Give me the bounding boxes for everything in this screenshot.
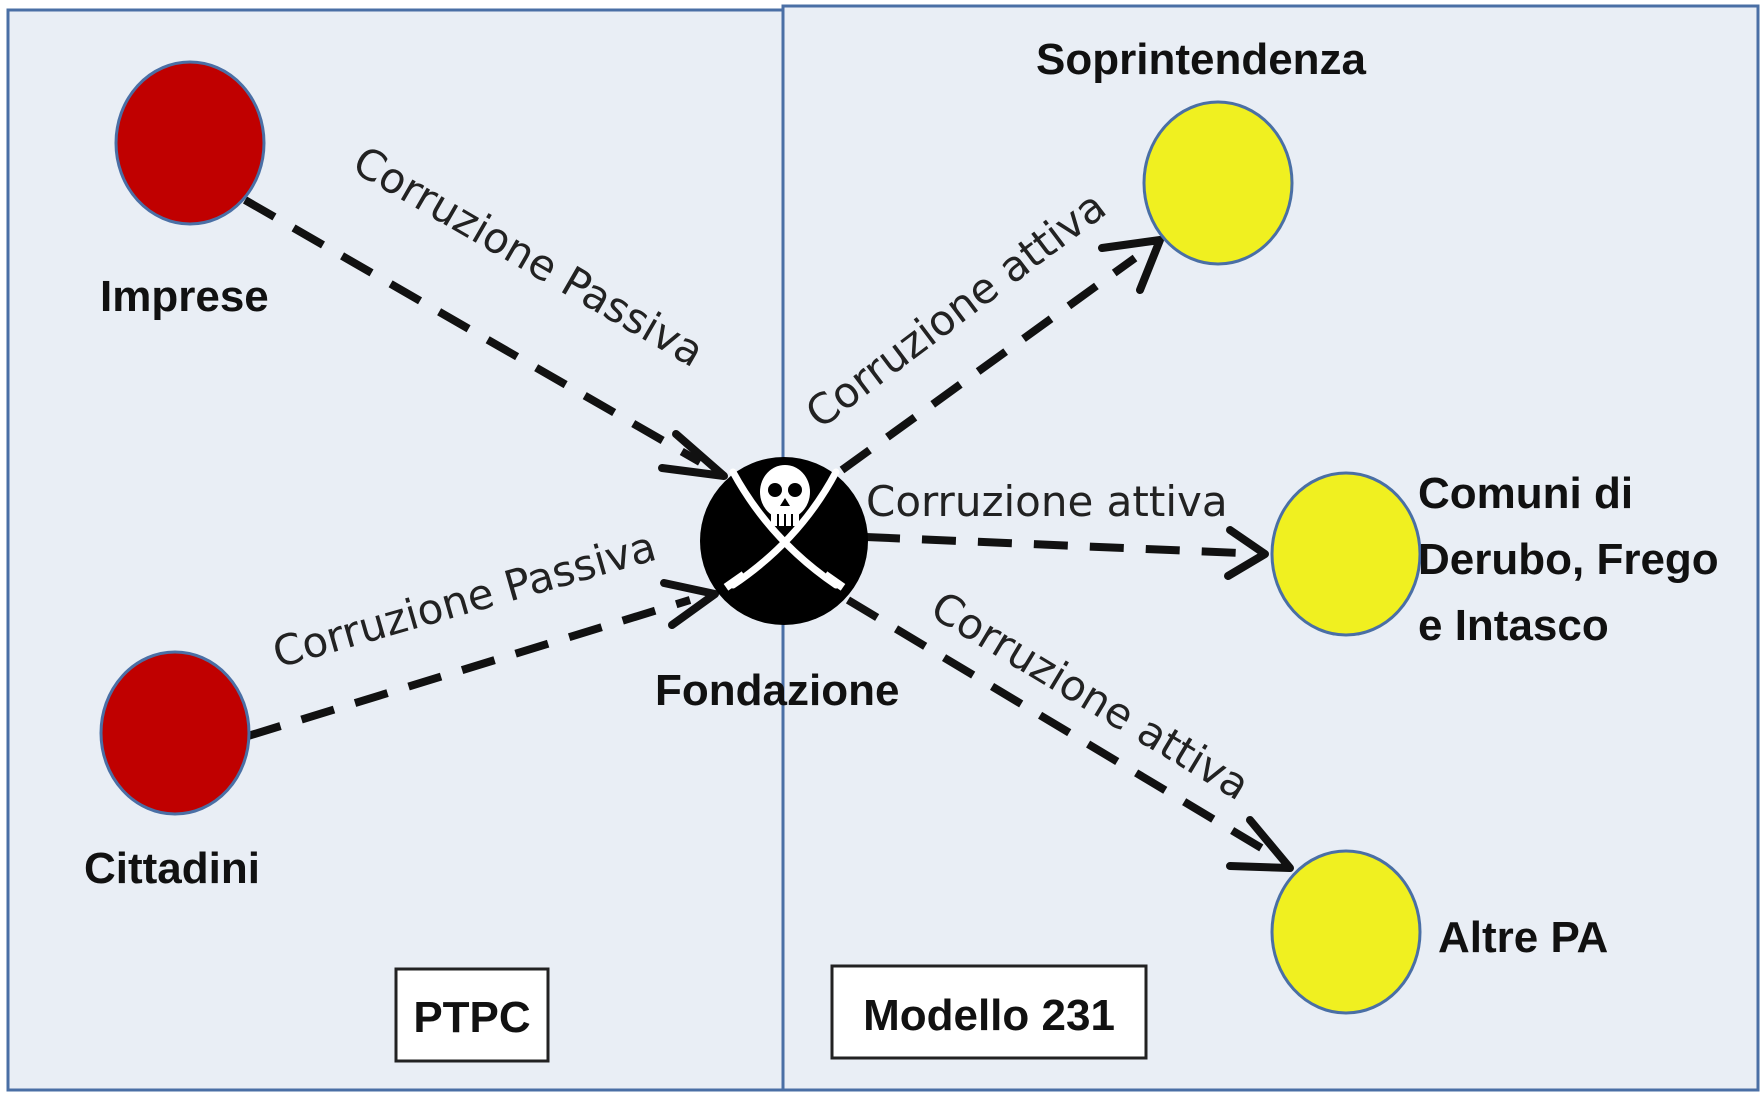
imprese-node — [114, 60, 266, 226]
comuni-node — [1270, 471, 1422, 637]
ptpc-box: PTPC — [394, 967, 550, 1063]
ptpc-label: PTPC — [413, 993, 530, 1042]
comuni-label-line-3: e Intasco — [1418, 601, 1609, 650]
altre-pa-node — [1270, 849, 1422, 1015]
edge-label-comuni: Corruzione attiva — [866, 477, 1228, 526]
fondazione-node — [700, 457, 868, 625]
fondazione-label: Fondazione — [655, 666, 899, 715]
edge-fondazione-comuni — [865, 526, 1269, 580]
jolly-roger-icon — [723, 465, 846, 591]
cittadini-node — [99, 650, 251, 816]
cittadini-label: Cittadini — [84, 844, 260, 893]
altre-pa-label: Altre PA — [1438, 913, 1608, 962]
comuni-label-line-2: Derubo, Frego — [1418, 535, 1719, 584]
edge-cittadini-fondazione — [246, 579, 719, 740]
soprintendenza-label: Soprintendenza — [1036, 35, 1367, 84]
comuni-label-line-1: Comuni di — [1418, 469, 1633, 518]
edge-fondazione-altre-pa — [845, 596, 1294, 872]
modello-231-box: Modello 231 — [830, 964, 1148, 1060]
edge-fondazione-soprintendenza — [839, 236, 1164, 474]
modello-231-label: Modello 231 — [863, 991, 1115, 1040]
imprese-label: Imprese — [100, 272, 269, 321]
soprintendenza-node — [1142, 100, 1294, 266]
edge-imprese-fondazione — [243, 196, 728, 480]
